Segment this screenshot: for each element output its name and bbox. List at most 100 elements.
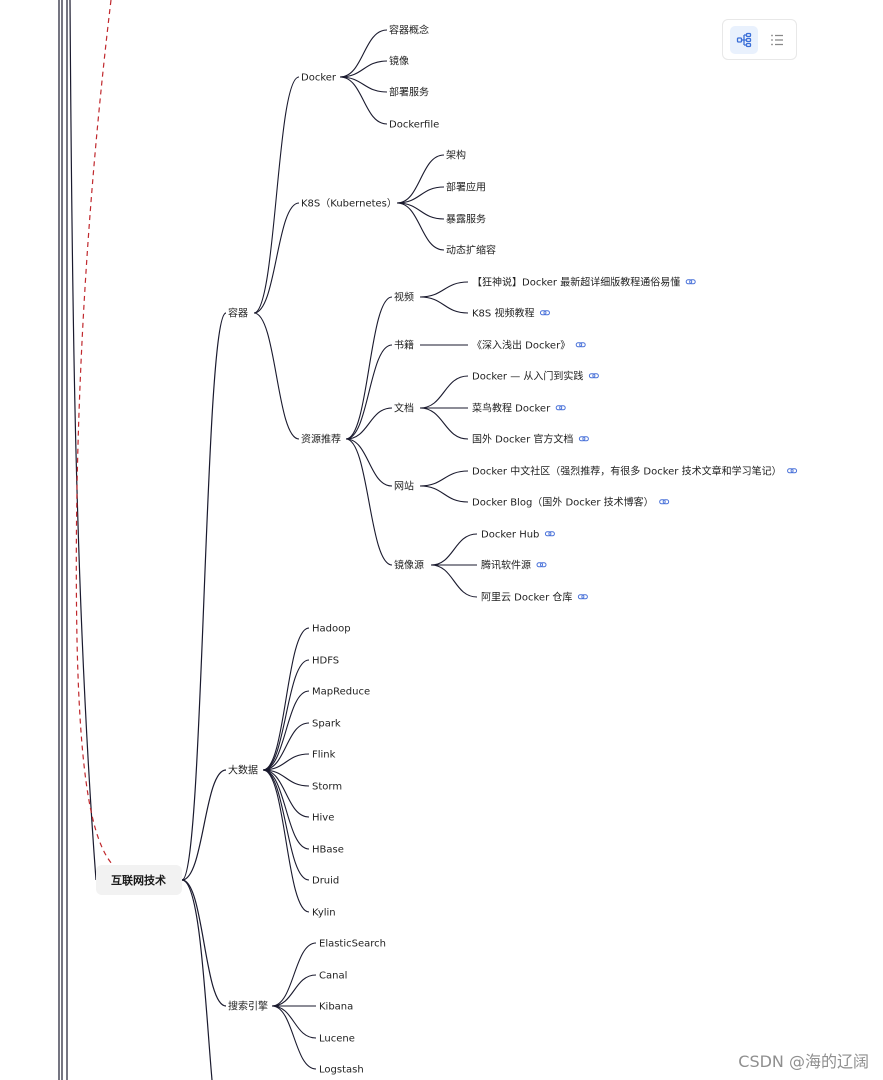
leaf-node[interactable]: 部署服务 — [389, 86, 429, 99]
leaf-node[interactable]: HBase — [312, 845, 344, 856]
resource-link-node[interactable]: 《深入浅出 Docker》 — [472, 339, 570, 352]
leaf-edge — [419, 485, 469, 503]
category-node[interactable]: 镜像源 — [394, 559, 424, 572]
link-icon[interactable] — [685, 279, 696, 285]
link-icon[interactable] — [575, 342, 586, 348]
outline-view-button[interactable] — [763, 26, 791, 54]
branch-edge — [181, 879, 227, 1007]
topic-node[interactable]: 资源推荐 — [301, 433, 341, 446]
child-edge — [253, 312, 300, 440]
leaf-edge — [339, 29, 388, 78]
leaf-edge — [262, 627, 310, 771]
leaf-node[interactable]: Hadoop — [312, 624, 351, 635]
offscreen-branch-edge — [181, 879, 213, 1080]
leaf-edge — [271, 942, 317, 1007]
root-node[interactable] — [96, 865, 182, 895]
branch-node[interactable]: 容器 — [228, 307, 248, 320]
leaf-edge — [430, 564, 478, 598]
leaf-edge — [419, 281, 469, 298]
topic-node[interactable]: Docker — [301, 73, 337, 84]
leaf-edge — [419, 407, 469, 440]
link-icon[interactable] — [555, 405, 566, 411]
leaf-node[interactable]: Lucene — [319, 1034, 355, 1045]
mindmap-icon — [736, 32, 752, 48]
leaf-edge — [419, 375, 469, 409]
leaf-edge — [396, 202, 445, 251]
resource-link-node[interactable]: 国外 Docker 官方文档 — [472, 433, 573, 446]
leaf-node[interactable]: Dockerfile — [389, 120, 439, 131]
category-node[interactable]: 文档 — [394, 402, 414, 415]
leaf-node[interactable]: Kibana — [319, 1002, 353, 1013]
link-icon[interactable] — [536, 562, 547, 568]
leaf-edge — [262, 753, 310, 771]
link-icon[interactable] — [659, 499, 670, 505]
resource-link-node[interactable]: 菜鸟教程 Docker — [472, 402, 551, 415]
leaf-edge — [262, 769, 310, 850]
branch-edge — [181, 312, 227, 881]
leaf-edge — [271, 1005, 317, 1070]
leaf-edge — [262, 769, 310, 913]
leaf-node[interactable]: 部署应用 — [446, 181, 486, 194]
leaf-node[interactable]: Druid — [312, 876, 339, 887]
list-icon — [771, 34, 783, 46]
leaf-node[interactable]: Flink — [312, 750, 336, 761]
link-icon[interactable] — [539, 310, 550, 316]
resource-link-node[interactable]: Docker Blog（国外 Docker 技术博客） — [472, 496, 654, 509]
leaf-node[interactable]: Spark — [312, 719, 341, 730]
link-icon[interactable] — [578, 436, 589, 442]
leaf-node[interactable]: HDFS — [312, 656, 339, 667]
leaf-node[interactable]: 架构 — [446, 149, 466, 162]
leaf-node[interactable]: Canal — [319, 971, 347, 982]
resource-link-node[interactable]: Docker 中文社区（强烈推荐，有很多 Docker 技术文章和学习笔记） — [472, 465, 782, 478]
category-node[interactable]: 书籍 — [394, 339, 414, 352]
leaf-edge — [271, 1005, 317, 1039]
leaf-edge — [271, 974, 317, 1007]
leaf-edge — [430, 533, 478, 566]
link-icon[interactable] — [577, 594, 588, 600]
sub-edge — [345, 438, 393, 566]
resource-link-node[interactable]: Docker — 从入门到实践 — [472, 370, 583, 383]
link-icon[interactable] — [544, 531, 555, 537]
sub-edge — [345, 296, 393, 440]
resource-link-node[interactable]: K8S 视频教程 — [472, 307, 534, 320]
leaf-node[interactable]: ElasticSearch — [319, 939, 386, 950]
leaf-node[interactable]: 容器概念 — [389, 24, 429, 37]
leaf-node[interactable]: Kylin — [312, 908, 336, 919]
child-edge — [253, 202, 300, 314]
resource-link-node[interactable]: 腾讯软件源 — [481, 559, 531, 572]
category-node[interactable]: 网站 — [394, 480, 414, 493]
sub-edge — [345, 407, 393, 440]
leaf-edge — [262, 690, 310, 771]
parent-connector — [69, 0, 97, 881]
leaf-node[interactable]: 镜像 — [389, 55, 409, 68]
sub-edge — [345, 344, 393, 440]
leaf-node[interactable]: Hive — [312, 813, 334, 824]
dashed-guide-line — [75, 0, 113, 865]
leaf-edge — [262, 659, 310, 771]
branch-node[interactable]: 搜索引擎 — [228, 1000, 268, 1013]
csdn-watermark: CSDN @海的辽阔 — [738, 1052, 869, 1071]
leaf-edge — [262, 769, 310, 881]
leaf-node[interactable]: 动态扩缩容 — [446, 244, 496, 257]
leaf-node[interactable]: 暴露服务 — [446, 213, 486, 226]
leaf-edge — [396, 186, 445, 204]
resource-link-node[interactable]: Docker Hub — [481, 530, 539, 541]
leaf-node[interactable]: MapReduce — [312, 687, 370, 698]
topic-node[interactable]: K8S（Kubernetes） — [301, 198, 397, 210]
leaf-edge — [339, 76, 388, 125]
leaf-edge — [419, 470, 469, 487]
sub-edge — [345, 438, 393, 487]
leaf-edge — [262, 722, 310, 771]
leaf-node[interactable]: Storm — [312, 782, 342, 793]
link-icon[interactable] — [588, 373, 599, 379]
leaf-edge — [262, 769, 310, 818]
leaf-node[interactable]: Logstash — [319, 1065, 364, 1076]
category-node[interactable]: 视频 — [394, 291, 414, 304]
mindmap-view-button[interactable] — [730, 26, 758, 54]
resource-link-node[interactable]: 阿里云 Docker 仓库 — [481, 591, 572, 604]
branch-node[interactable]: 大数据 — [228, 764, 258, 777]
leaf-edge — [396, 202, 445, 220]
link-icon[interactable] — [787, 468, 798, 474]
resource-link-node[interactable]: 【狂神说】Docker 最新超详细版教程通俗易懂 — [472, 276, 680, 289]
